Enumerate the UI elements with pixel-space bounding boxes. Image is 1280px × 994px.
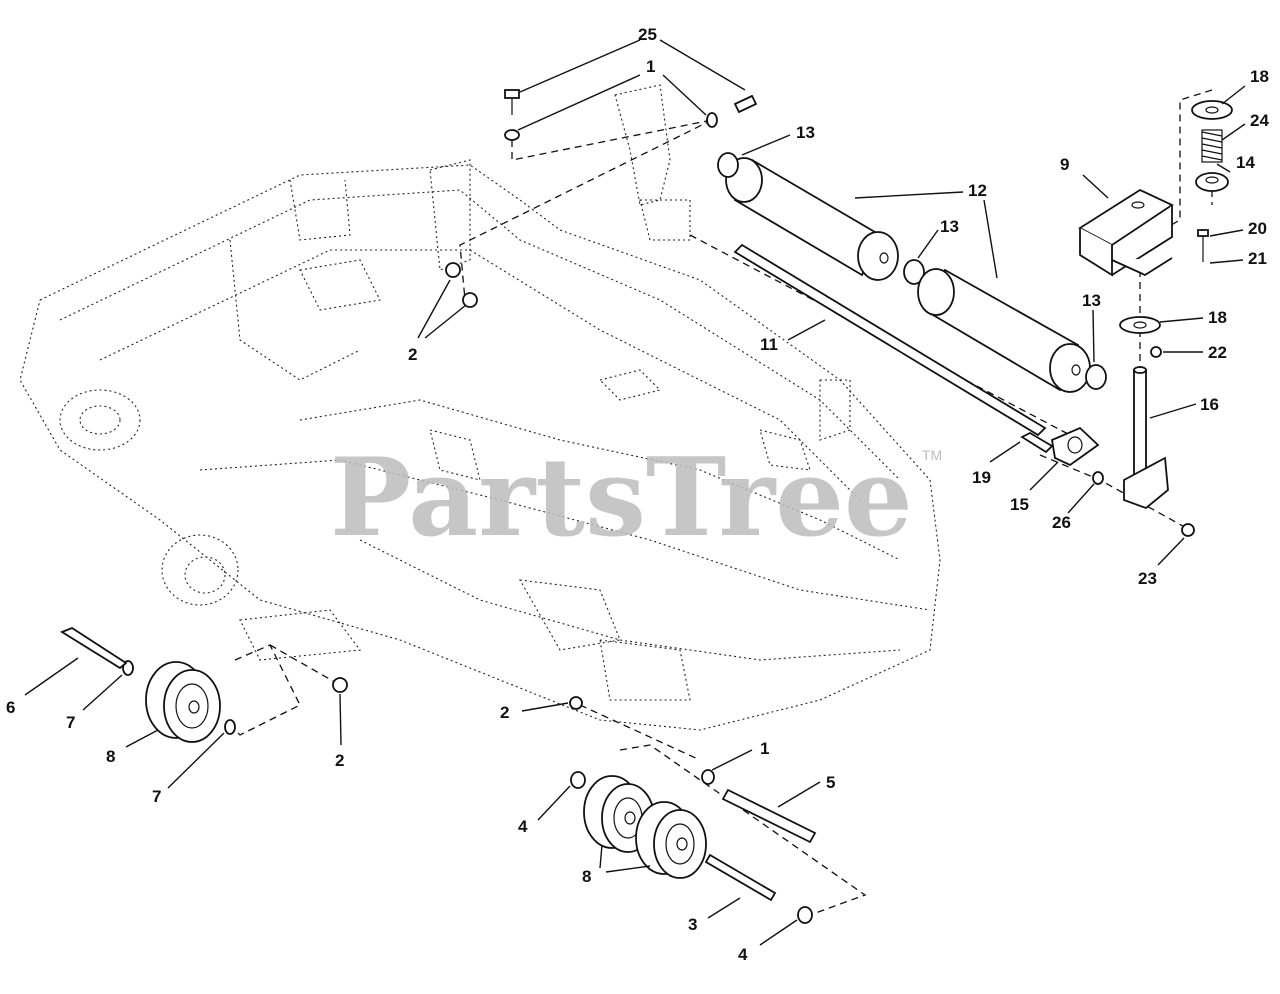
callout-12-upper: 12: [968, 181, 987, 200]
callout-6: 6: [6, 698, 15, 717]
watermark-text: PartsTree: [330, 435, 913, 561]
callout-4-upper: 4: [518, 817, 528, 836]
wheels: [145, 661, 707, 879]
callout-13-right: 13: [1082, 291, 1101, 310]
watermark-trademark: TM: [922, 447, 942, 463]
callout-1-lower: 1: [760, 739, 769, 758]
rollers: [717, 152, 1107, 467]
leader-lines: [24, 39, 1246, 946]
callout-4-lower: 4: [738, 945, 748, 964]
callout-1-top: 1: [646, 57, 655, 76]
callout-13-middle: 13: [940, 217, 959, 236]
callout-2-lower-left: 2: [335, 751, 344, 770]
callout-labels: 25 1 13 12 13 12 13 11 2 18 24 9 14 20 2…: [6, 25, 1269, 964]
callout-24: 24: [1250, 111, 1269, 130]
callout-16: 16: [1200, 395, 1219, 414]
callout-21: 21: [1248, 249, 1267, 268]
callout-15: 15: [1010, 495, 1029, 514]
callout-13-left: 13: [796, 123, 815, 142]
callout-8-left: 8: [106, 747, 115, 766]
height-adjust-bracket: [1078, 100, 1233, 510]
callout-18-top: 18: [1250, 67, 1269, 86]
callout-26: 26: [1052, 513, 1071, 532]
callout-9: 9: [1060, 155, 1069, 174]
callout-23: 23: [1138, 569, 1157, 588]
callout-19: 19: [972, 468, 991, 487]
callout-2-lower-center: 2: [500, 703, 509, 722]
callout-11: 11: [760, 335, 778, 354]
callout-18-lower: 18: [1208, 308, 1227, 327]
callout-7-upper: 7: [66, 713, 75, 732]
callout-2-upper: 2: [408, 345, 417, 364]
callout-8-front: 8: [582, 867, 591, 886]
callout-20: 20: [1248, 219, 1267, 238]
callout-3: 3: [688, 915, 697, 934]
callout-22: 22: [1208, 343, 1227, 362]
hardware: [60, 89, 1209, 924]
mower-deck-outline: [19, 159, 941, 731]
upper-bracket: [614, 84, 691, 241]
callout-5: 5: [826, 773, 835, 792]
callout-14: 14: [1236, 153, 1255, 172]
callout-7-lower: 7: [152, 787, 161, 806]
callout-25: 25: [638, 25, 657, 44]
